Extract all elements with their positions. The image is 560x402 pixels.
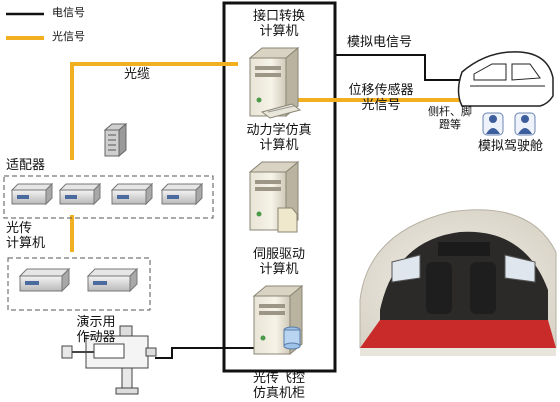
dynamics-computer-label-line2: 计算机	[259, 137, 299, 153]
pilot-icon-2	[514, 112, 536, 136]
legend	[6, 12, 44, 40]
simulated-cockpit-icon	[457, 51, 554, 107]
cabinet-name-label-line2: 仿真机柜	[252, 385, 305, 401]
optical-computer-label-line2: 计算机	[6, 235, 46, 251]
interface-computer-label-line1: 接口转换	[252, 9, 305, 24]
servo-computer-label: 伺服驱动 计算机	[237, 247, 321, 278]
simulated-cockpit-label: 模拟驾驶舱	[478, 139, 544, 154]
demo-actuator-label: 演示用 作动器	[66, 315, 126, 346]
stick-pedal-label-line1: 侧杆、脚	[428, 105, 472, 118]
actuator-electric-line	[155, 347, 258, 359]
demo-actuator-icon	[61, 325, 157, 395]
optical-computer-label: 光传 计算机	[6, 221, 46, 252]
adapter-device-3	[110, 182, 154, 206]
dynamics-computer-label-line1: 动力学仿真	[246, 123, 312, 138]
servo-computer-label-line2: 计算机	[259, 261, 299, 277]
demo-actuator-label-line2: 作动器	[76, 329, 116, 345]
interface-computer-label-line2: 计算机	[259, 23, 299, 39]
demo-actuator-label-line1: 演示用	[76, 315, 116, 330]
displacement-sensor-label: 位移传感器 光信号	[338, 83, 424, 114]
optical-computer-device-2	[86, 267, 139, 293]
analog-electric-signal-label: 模拟电信号	[347, 35, 413, 50]
flight-control-cabinet-frame	[222, 1, 337, 373]
fiber-cable-label: 光缆	[124, 67, 151, 82]
adapter-device-4	[160, 182, 204, 206]
optical-computer-group-frame	[7, 257, 151, 311]
adapter-group-frame	[3, 175, 214, 219]
adapter-device-1	[10, 182, 54, 206]
displacement-sensor-label-line1: 位移传感器	[348, 83, 414, 98]
dynamics-computer-label: 动力学仿真 计算机	[232, 123, 326, 154]
legend-electric-label: 电信号	[52, 6, 85, 19]
servo-computer-icon	[252, 284, 304, 356]
interface-computer-label: 接口转换 计算机	[237, 9, 321, 40]
optical-computer-device-1	[18, 267, 71, 293]
rack-server-icon	[103, 122, 128, 158]
fiber-cable-line	[70, 62, 238, 160]
servo-computer-label-line1: 伺服驱动	[252, 247, 305, 262]
analog-electric-signal-line	[335, 54, 462, 81]
legend-optical-label: 光信号	[52, 30, 85, 43]
adapter-device-2	[58, 182, 102, 206]
cockpit-dome-photo	[359, 209, 557, 356]
interface-computer-icon	[248, 46, 302, 119]
cabinet-name-label-line1: 光传飞控	[252, 371, 305, 386]
pilot-icon-1	[482, 112, 504, 136]
adapter-label: 适配器	[6, 158, 46, 173]
optical-computer-label-line1: 光传	[6, 221, 33, 236]
stick-pedal-label-line2: 蹬等	[439, 117, 461, 131]
cabinet-name-label: 光传飞控 仿真机柜	[237, 371, 321, 402]
stick-pedal-label: 侧杆、脚 蹬等	[420, 105, 480, 131]
displacement-sensor-label-line2: 光信号	[361, 97, 401, 113]
dynamics-computer-icon	[248, 160, 300, 233]
